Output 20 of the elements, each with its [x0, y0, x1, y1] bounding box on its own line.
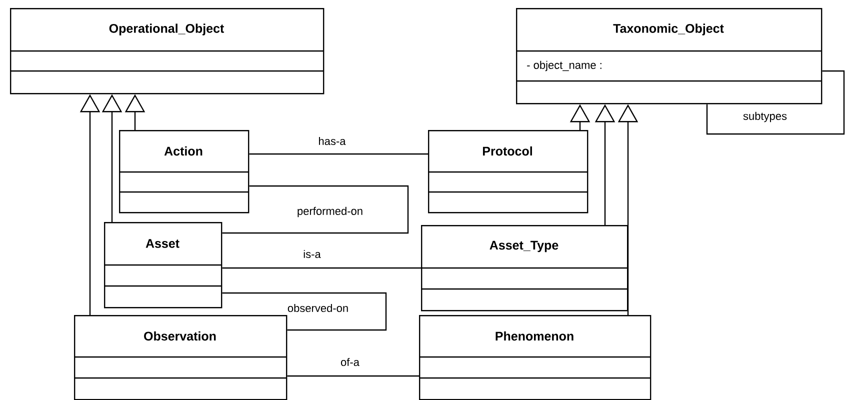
- class-box: Asset: [104, 222, 222, 308]
- class-box: Operational_Object: [10, 8, 324, 94]
- association-line: [249, 153, 428, 155]
- edge-label: subtypes: [742, 110, 788, 124]
- association-line: [706, 70, 845, 135]
- association-line: [222, 292, 387, 331]
- association-line: [222, 267, 421, 269]
- edge-label: of-a: [340, 356, 360, 368]
- edge-label: observed-on: [286, 302, 350, 314]
- edge-label: has-a: [317, 136, 347, 146]
- class-box: Taxonomic_Object - object_name :: [516, 8, 822, 104]
- class-box: Observation: [74, 315, 288, 400]
- class-box: Action: [119, 130, 250, 214]
- association-line: [222, 185, 409, 234]
- association-line: [287, 375, 419, 377]
- class-box: Asset_Type: [421, 225, 628, 312]
- class-box: Phenomenon: [419, 315, 652, 400]
- class-box: Protocol: [428, 130, 588, 214]
- edge-label: is-a: [302, 248, 322, 260]
- edge-label: performed-on: [296, 206, 364, 218]
